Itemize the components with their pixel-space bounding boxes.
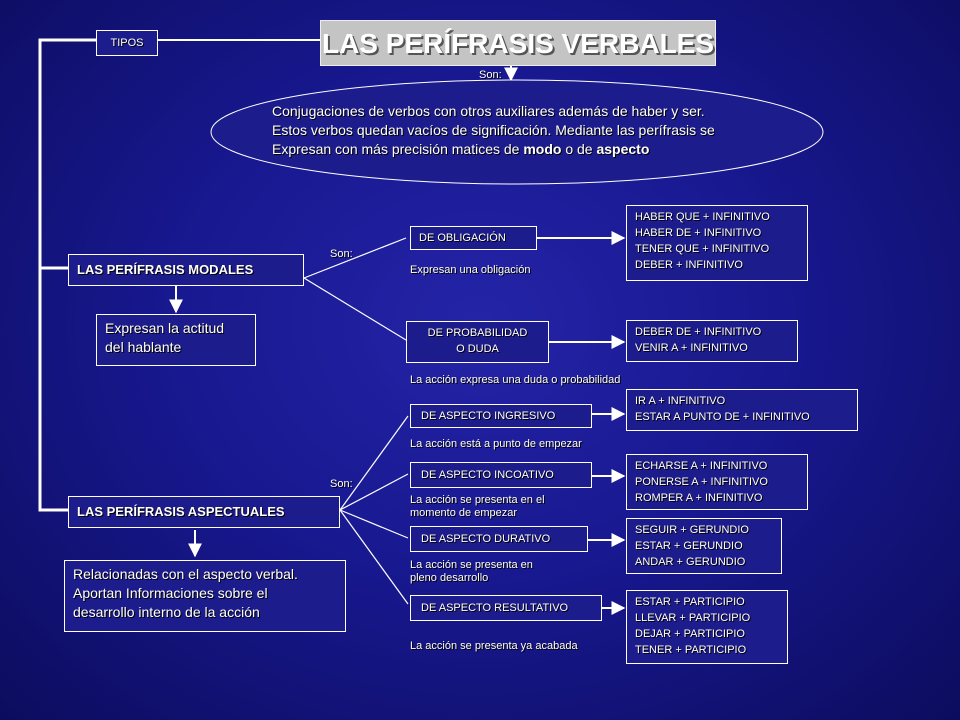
form-item: HABER QUE + INFINITIVO (635, 211, 770, 223)
durativo-box: DE ASPECTO DURATIVO (410, 526, 588, 552)
form-item: PONERSE A + INFINITIVO (635, 476, 768, 488)
obligacion-box: DE OBLIGACIÓN (410, 226, 537, 250)
incoativo-note-line: La acción se presenta en el (410, 494, 545, 506)
resultativo-note: La acción se presenta ya acabada (410, 640, 578, 652)
aspectuales-description-line: Aportan Informaciones sobre el (73, 585, 268, 601)
form-item: TENER + PARTICIPIO (635, 644, 747, 656)
form-item: VENIR A + INFINITIVO (635, 342, 748, 354)
probabilidad-note: La acción expresa una duda o probabilida… (410, 374, 621, 386)
modales-description-line: Expresan la actitud (105, 320, 225, 336)
form-item: ESTAR + GERUNDIO (635, 540, 743, 552)
aspectuales-description-line: Relacionadas con el aspecto verbal. (73, 566, 298, 582)
incoativo-note-line: momento de empezar (410, 507, 517, 519)
modales-to-probabilidad (303, 277, 407, 341)
resultativo-box: DE ASPECTO RESULTATIVO (410, 595, 602, 621)
definition-text: Conjugaciones de verbos con otros auxili… (272, 102, 812, 159)
modales-description-box: Expresan la actitud del hablante (96, 314, 256, 366)
tipos-label: TIPOS (96, 30, 158, 56)
page-title: LAS PERÍFRASIS VERBALES (320, 20, 716, 66)
durativo-note-line: pleno desarrollo (410, 572, 489, 584)
obligacion-note: Expresan una obligación (410, 264, 531, 276)
form-item: SEGUIR + GERUNDIO (635, 524, 749, 536)
aspectuales-to-resultativo (339, 509, 409, 605)
modales-son-label: Son: (330, 248, 353, 260)
form-item: IR A + INFINITIVO (635, 395, 726, 407)
form-item: TENER QUE + INFINITIVO (635, 243, 770, 255)
probabilidad-box: DE PROBABILIDAD O DUDA (406, 321, 549, 363)
aspectuales-description-line: desarrollo interno de la acción (73, 604, 260, 620)
durativo-note-line: La acción se presenta en (410, 559, 533, 571)
form-item: HABER DE + INFINITIVO (635, 227, 762, 239)
modales-description-line: del hablante (105, 339, 182, 355)
form-item: ESTAR A PUNTO DE + INFINITIVO (635, 411, 810, 423)
aspectuales-description-box: Relacionadas con el aspecto verbal. Apor… (64, 560, 346, 632)
definition-modo: modo (523, 141, 562, 157)
form-item: ROMPER A + INFINITIVO (635, 492, 763, 504)
form-item: DEBER + INFINITIVO (635, 259, 743, 271)
form-item: DEJAR + PARTICIPIO (635, 628, 745, 640)
aspectuales-son-label: Son: (330, 478, 353, 490)
incoativo-forms-box: ECHARSE A + INFINITIVO PONERSE A + INFIN… (626, 454, 808, 510)
definition-ellipse (210, 79, 824, 185)
form-item: DEBER DE + INFINITIVO (635, 326, 762, 338)
definition-line-3c: o de (561, 141, 597, 157)
aspectuales-box: LAS PERÍFRASIS ASPECTUALES (68, 496, 340, 528)
resultativo-forms-box: ESTAR + PARTICIPIO LLEVAR + PARTICIPIO D… (626, 590, 788, 664)
form-item: LLEVAR + PARTICIPIO (635, 612, 751, 624)
definition-line-3: Expresan con más precisión matices de mo… (272, 140, 812, 159)
incoativo-note: La acción se presenta en el momento de e… (410, 494, 545, 520)
aspectuales-to-ingresivo (339, 415, 409, 511)
form-item: ESTAR + PARTICIPIO (635, 596, 745, 608)
modales-box: LAS PERÍFRASIS MODALES (68, 254, 304, 286)
ingresivo-note: La acción está a punto de empezar (410, 438, 582, 450)
incoativo-box: DE ASPECTO INCOATIVO (410, 462, 592, 488)
definition-line-2: Estos verbos quedan vacíos de significac… (272, 122, 715, 138)
definition-line-3a: Expresan con más precisión matices de (272, 141, 524, 157)
obligacion-forms-box: HABER QUE + INFINITIVO HABER DE + INFINI… (626, 205, 808, 281)
modales-to-obligacion (303, 237, 407, 279)
ingresivo-forms-box: IR A + INFINITIVO ESTAR A PUNTO DE + INF… (626, 389, 858, 431)
probabilidad-name-line: DE PROBABILIDAD (427, 327, 528, 339)
durativo-note: La acción se presenta en pleno desarroll… (410, 559, 533, 585)
aspectuales-to-incoativo (339, 473, 409, 511)
probabilidad-forms-box: DEBER DE + INFINITIVO VENIR A + INFINITI… (626, 320, 798, 362)
definition-line-1: Conjugaciones de verbos con otros auxili… (272, 103, 705, 119)
ingresivo-box: DE ASPECTO INGRESIVO (410, 404, 592, 428)
form-item: ECHARSE A + INFINITIVO (635, 460, 768, 472)
form-item: ANDAR + GERUNDIO (635, 556, 746, 568)
tipos-bracket (38, 38, 96, 512)
probabilidad-name-line: O DUDA (456, 343, 499, 355)
definition-aspecto: aspecto (596, 141, 650, 157)
definition-son-label: Son: (479, 69, 502, 81)
durativo-forms-box: SEGUIR + GERUNDIO ESTAR + GERUNDIO ANDAR… (626, 518, 782, 574)
aspectuales-to-durativo (339, 509, 409, 539)
